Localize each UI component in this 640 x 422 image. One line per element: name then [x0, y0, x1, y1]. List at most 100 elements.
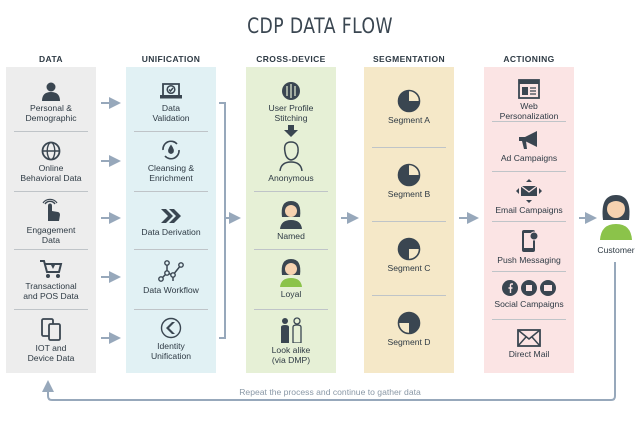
globe-icon — [41, 141, 61, 161]
action-email-campaigns: Email Campaigns — [484, 179, 574, 215]
cross-device-lookalike: Look alike (via DMP) — [246, 317, 336, 365]
double-chevron-icon — [161, 209, 181, 223]
divider — [372, 295, 446, 296]
divider — [134, 309, 208, 310]
data-item-iot: IOT and Device Data — [6, 317, 96, 363]
segment-c: Segment C — [364, 237, 454, 273]
action-label: Social Campaigns — [494, 299, 564, 309]
cross-device-panel: User Profile Stitching Anonymous Named L… — [246, 67, 336, 373]
unification-item-validation: Data Validation — [126, 81, 216, 123]
data-item-label: IOT and Device Data — [27, 343, 75, 363]
segment-label: Segment C — [387, 263, 431, 273]
unification-item-label: Data Validation — [152, 103, 190, 123]
check-monitor-icon — [160, 83, 182, 99]
down-arrow-icon — [284, 125, 298, 137]
person-icon — [42, 82, 60, 101]
column-heading-actioning: ACTIONING — [503, 54, 555, 64]
data-item-label: Online Behavioral Data — [20, 163, 82, 183]
action-label: Ad Campaigns — [500, 153, 558, 163]
segment-label: Segment B — [387, 189, 431, 199]
social-icons — [502, 280, 556, 296]
unification-item-label: Data Workflow — [143, 285, 199, 295]
unification-item-label: Identity Unification — [150, 341, 192, 361]
loyal-person-icon — [280, 259, 302, 287]
cross-device-label: Named — [277, 231, 305, 241]
divider — [134, 131, 208, 132]
web-page-icon — [518, 79, 540, 99]
megaphone-icon — [519, 131, 537, 149]
identity-chevron-icon — [160, 317, 182, 339]
anonymous-person-icon — [279, 141, 303, 171]
lookalike-people-icon — [281, 317, 302, 343]
divider — [372, 147, 446, 148]
divider — [14, 131, 88, 132]
action-label: Direct Mail — [508, 349, 550, 359]
feedback-loop-arrow — [42, 262, 616, 401]
divider — [492, 221, 566, 222]
action-direct-mail: Direct Mail — [484, 329, 574, 359]
action-push-messaging: Push Messaging — [484, 229, 574, 265]
actioning-panel: Web Personalization Ad Campaigns Email C… — [484, 67, 574, 373]
action-label: Web Personalization — [499, 101, 559, 121]
touch-hand-icon — [42, 198, 60, 221]
segment-pie-icon — [397, 163, 421, 187]
data-item-label: Engagement Data — [26, 225, 76, 245]
segment-pie-icon — [397, 89, 421, 113]
action-web-personalization: Web Personalization — [484, 79, 574, 121]
segment-pie-icon — [397, 311, 421, 335]
cross-device-named: Named — [246, 199, 336, 241]
column-heading-data: DATA — [39, 54, 63, 64]
unification-item-cleansing: Cleansing & Enrichment — [126, 139, 216, 183]
customer-person-icon — [600, 195, 632, 240]
unification-item-workflow: Data Workflow — [126, 259, 216, 295]
action-label: Email Campaigns — [495, 205, 563, 215]
segment-pie-icon — [397, 237, 421, 261]
column-heading-unification: UNIFICATION — [141, 54, 201, 64]
cross-device-loyal: Loyal — [246, 257, 336, 299]
divider — [14, 191, 88, 192]
divider — [14, 249, 88, 250]
shopping-cart-icon — [40, 260, 63, 278]
divider — [14, 309, 88, 310]
divider — [492, 171, 566, 172]
segmentation-panel: Segment A Segment B Segment C Segment D — [364, 67, 454, 373]
unification-item-identity: Identity Unification — [126, 317, 216, 361]
divider — [492, 271, 566, 272]
divider — [254, 309, 328, 310]
named-person-icon — [280, 201, 302, 229]
divider — [254, 249, 328, 250]
stitching-label: User Profile Stitching — [268, 103, 314, 123]
mail-envelope-icon — [517, 329, 541, 347]
divider — [492, 319, 566, 320]
data-item-transactional: Transactional and POS Data — [6, 259, 96, 301]
divider — [254, 191, 328, 192]
segment-b: Segment B — [364, 163, 454, 199]
data-item-label: Transactional and POS Data — [23, 281, 79, 301]
divider — [134, 249, 208, 250]
action-social-campaigns: Social Campaigns — [484, 279, 574, 309]
unification-item-label: Cleansing & Enrichment — [147, 163, 195, 183]
phone-notification-icon — [522, 230, 539, 252]
segment-d: Segment D — [364, 311, 454, 347]
unification-item-derivation: Data Derivation — [126, 207, 216, 237]
data-item-engagement: Engagement Data — [6, 197, 96, 245]
divider — [492, 121, 566, 122]
page-title: CDP DATA FLOW — [247, 14, 393, 38]
water-drop-cycle-icon — [162, 140, 180, 160]
column-heading-cross-device: CROSS-DEVICE — [256, 54, 326, 64]
cross-device-stitching: User Profile Stitching — [246, 81, 336, 123]
divider — [372, 221, 446, 222]
cross-device-anonymous: Anonymous — [246, 139, 336, 183]
data-panel: Personal & Demographic Online Behavioral… — [6, 67, 96, 373]
unification-panel: Data Validation Cleansing & Enrichment D… — [126, 67, 216, 373]
fingerprint-icon — [282, 82, 300, 100]
cross-device-label: Loyal — [280, 289, 302, 299]
action-ad-campaigns: Ad Campaigns — [484, 129, 574, 163]
segment-a: Segment A — [364, 89, 454, 125]
data-item-online: Online Behavioral Data — [6, 141, 96, 183]
cross-device-label: Anonymous — [268, 173, 314, 183]
data-item-personal: Personal & Demographic — [6, 81, 96, 123]
segment-label: Segment A — [387, 115, 431, 125]
devices-icon — [41, 318, 61, 341]
